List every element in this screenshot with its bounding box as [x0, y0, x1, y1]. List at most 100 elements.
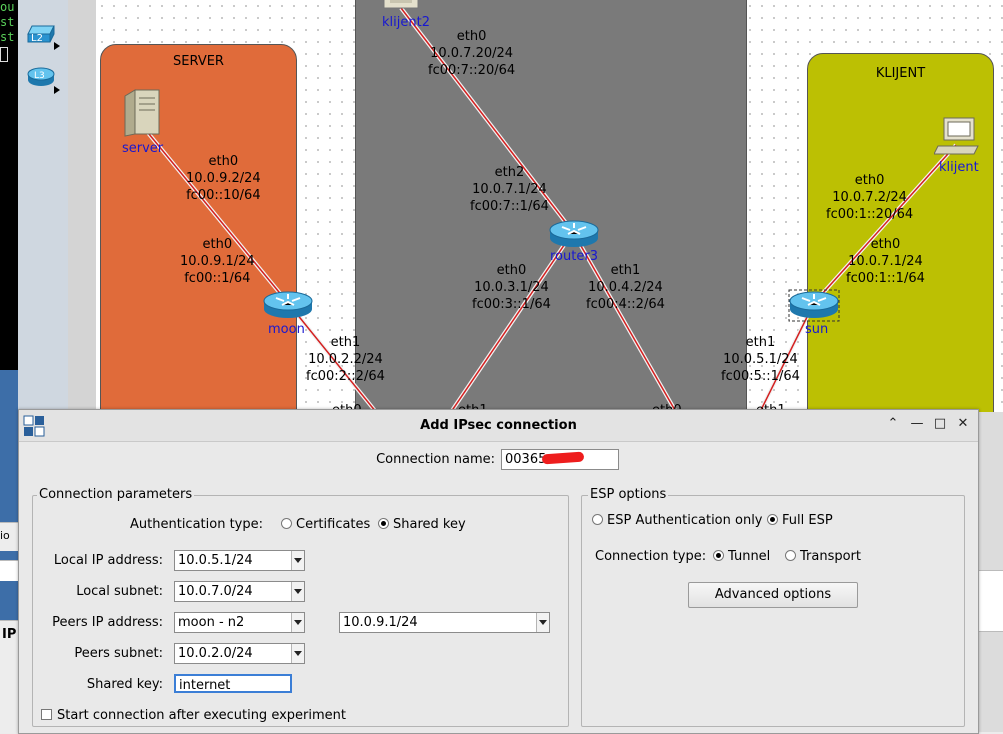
tunnel-radio[interactable]: Tunnel — [713, 549, 770, 564]
connection-name-label: Connection name: — [376, 452, 495, 467]
auth-certificates-radio[interactable]: Certificates — [281, 517, 370, 532]
link-layer — [142, 6, 958, 412]
shared-key-value: internet — [179, 678, 231, 693]
iface-label: eth0 — [332, 403, 362, 412]
tool-l2-switch[interactable]: L2 — [26, 22, 60, 52]
tool-l2-label: L2 — [31, 33, 43, 44]
link-klijent2-router3 — [400, 7, 574, 233]
pc-icon[interactable] — [382, 0, 422, 14]
chevron-down-icon[interactable] — [291, 551, 304, 570]
chevron-down-icon[interactable] — [291, 613, 304, 632]
desktop-background: io IP — [0, 370, 18, 733]
peers-subnet-value: 10.0.2.0/24 — [178, 646, 253, 661]
close-icon[interactable]: ✕ — [957, 416, 969, 431]
add-ipsec-dialog[interactable]: Add IPsec connection ⌃ — □ ✕ Connection … — [18, 409, 979, 734]
router-icon[interactable] — [788, 289, 840, 323]
iface-label: eth1 10.0.4.2/24 fc00:4::2/64 — [586, 263, 665, 312]
iface-label: eth0 10.0.3.1/24 fc00:3::1/64 — [472, 263, 551, 312]
shade-icon[interactable]: ⌃ — [887, 416, 899, 431]
app-icon — [23, 415, 45, 437]
transport-radio[interactable]: Transport — [785, 549, 861, 564]
radio-checked-icon — [378, 518, 389, 529]
local-subnet-label: Local subnet: — [76, 584, 163, 599]
shared-key-input[interactable]: internet — [174, 674, 292, 693]
iface-label: eth0 10.0.7.20/24 fc00:7::20/64 — [428, 29, 516, 78]
iface-label: eth0 10.0.7.2/24 fc00:1::20/64 — [826, 173, 914, 222]
terminal-window: ou st st — [0, 0, 18, 370]
tool-l3-label: L3 — [34, 71, 45, 81]
chevron-down-icon[interactable] — [536, 613, 549, 632]
chevron-down-icon[interactable] — [291, 582, 304, 601]
chevron-down-icon[interactable] — [291, 644, 304, 663]
advanced-options-button[interactable]: Advanced options — [688, 582, 858, 608]
fragment-text-2: IP — [2, 627, 17, 642]
node-moon-label[interactable]: moon — [268, 322, 305, 337]
router-l3-icon: L3 — [27, 67, 55, 86]
router-icon[interactable] — [548, 218, 600, 250]
link-server-moon — [143, 127, 289, 304]
link-router3-eth1 — [572, 231, 677, 412]
terminal-line: ou — [0, 0, 15, 14]
radio-unchecked-icon — [281, 518, 292, 529]
dialog-titlebar[interactable]: Add IPsec connection ⌃ — □ ✕ — [19, 410, 978, 442]
fragment-text: io — [0, 529, 10, 542]
connection-type-label: Connection type: — [595, 549, 707, 564]
esp-auth-only-radio[interactable]: ESP Authentication only — [592, 513, 763, 528]
node-server-label[interactable]: server — [122, 141, 164, 156]
peers-node-select[interactable]: moon - n2 — [174, 612, 305, 633]
auth-type-label: Authentication type: — [130, 517, 263, 532]
start-connection-label: Start connection after executing experim… — [57, 708, 346, 723]
connection-parameters-group: Connection parameters Authentication typ… — [32, 487, 569, 727]
peers-ip-select[interactable]: 10.0.9.1/24 — [339, 612, 550, 633]
topology-canvas[interactable]: SERVER KLIJENT klijent2 — [96, 0, 1003, 412]
canvas-margin — [68, 0, 96, 412]
peers-ip-value: 10.0.9.1/24 — [343, 615, 418, 630]
iface-label: eth2 10.0.7.1/24 fc00:7::1/64 — [470, 165, 549, 214]
start-connection-checkbox[interactable]: Start connection after executing experim… — [41, 708, 346, 723]
iface-label: eth0 — [652, 403, 682, 412]
zone-klijent[interactable]: KLIJENT — [807, 53, 994, 412]
local-ip-select[interactable]: 10.0.5.1/24 — [174, 550, 305, 571]
iface-label: eth1 10.0.2.2/24 fc00:2::2/64 — [306, 335, 385, 384]
connection-name-value: 00365 — [505, 452, 547, 467]
router-icon[interactable] — [262, 289, 314, 321]
link-moon-down — [287, 302, 377, 412]
local-ip-label: Local IP address: — [53, 553, 163, 568]
dialog-title: Add IPsec connection — [420, 418, 577, 433]
terminal-line: st — [0, 15, 15, 29]
iface-label: eth1 — [458, 403, 488, 412]
esp-auth-only-label: ESP Authentication only — [607, 513, 763, 528]
peers-node-value: moon - n2 — [178, 615, 245, 630]
iface-label: eth0 10.0.9.2/24 fc00::10/64 — [186, 154, 261, 203]
checkbox-unchecked-icon — [41, 709, 52, 720]
node-router3-label[interactable]: router3 — [550, 249, 598, 264]
iface-label: eth0 10.0.7.1/24 fc00:1::1/64 — [846, 237, 925, 286]
maximize-icon[interactable]: □ — [933, 416, 947, 431]
auth-shared-key-radio[interactable]: Shared key — [378, 517, 466, 532]
pc-icon[interactable] — [934, 116, 982, 156]
background-input-fragment — [0, 560, 18, 581]
peers-subnet-select[interactable]: 10.0.2.0/24 — [174, 643, 305, 664]
node-sun-label[interactable]: sun — [805, 322, 829, 337]
link-router3-eth0 — [450, 231, 574, 412]
full-esp-radio[interactable]: Full ESP — [767, 513, 833, 528]
expand-arrow-icon[interactable] — [54, 86, 60, 94]
local-subnet-select[interactable]: 10.0.7.0/24 — [174, 581, 305, 602]
iface-label: eth1 — [756, 403, 786, 412]
radio-checked-icon — [767, 514, 778, 525]
expand-arrow-icon[interactable] — [54, 42, 60, 50]
server-icon[interactable] — [123, 88, 163, 138]
minimize-icon[interactable]: — — [910, 416, 924, 431]
node-klijent-label[interactable]: klijent — [939, 160, 979, 175]
auth-certificates-label: Certificates — [296, 517, 371, 532]
terminal-line: st — [0, 30, 15, 44]
background-window-fragment: io — [0, 522, 18, 551]
background-window-edge — [977, 412, 1003, 732]
iface-label: eth0 10.0.9.1/24 fc00::1/64 — [180, 237, 255, 286]
switch-l2-icon: L2 — [27, 25, 55, 44]
local-ip-value: 10.0.5.1/24 — [178, 553, 253, 568]
tool-l3-router[interactable]: L3 — [26, 66, 60, 96]
node-klijent2-label[interactable]: klijent2 — [382, 15, 430, 30]
connection-parameters-title: Connection parameters — [37, 487, 195, 502]
tool-palette: L2 L3 — [18, 0, 69, 412]
